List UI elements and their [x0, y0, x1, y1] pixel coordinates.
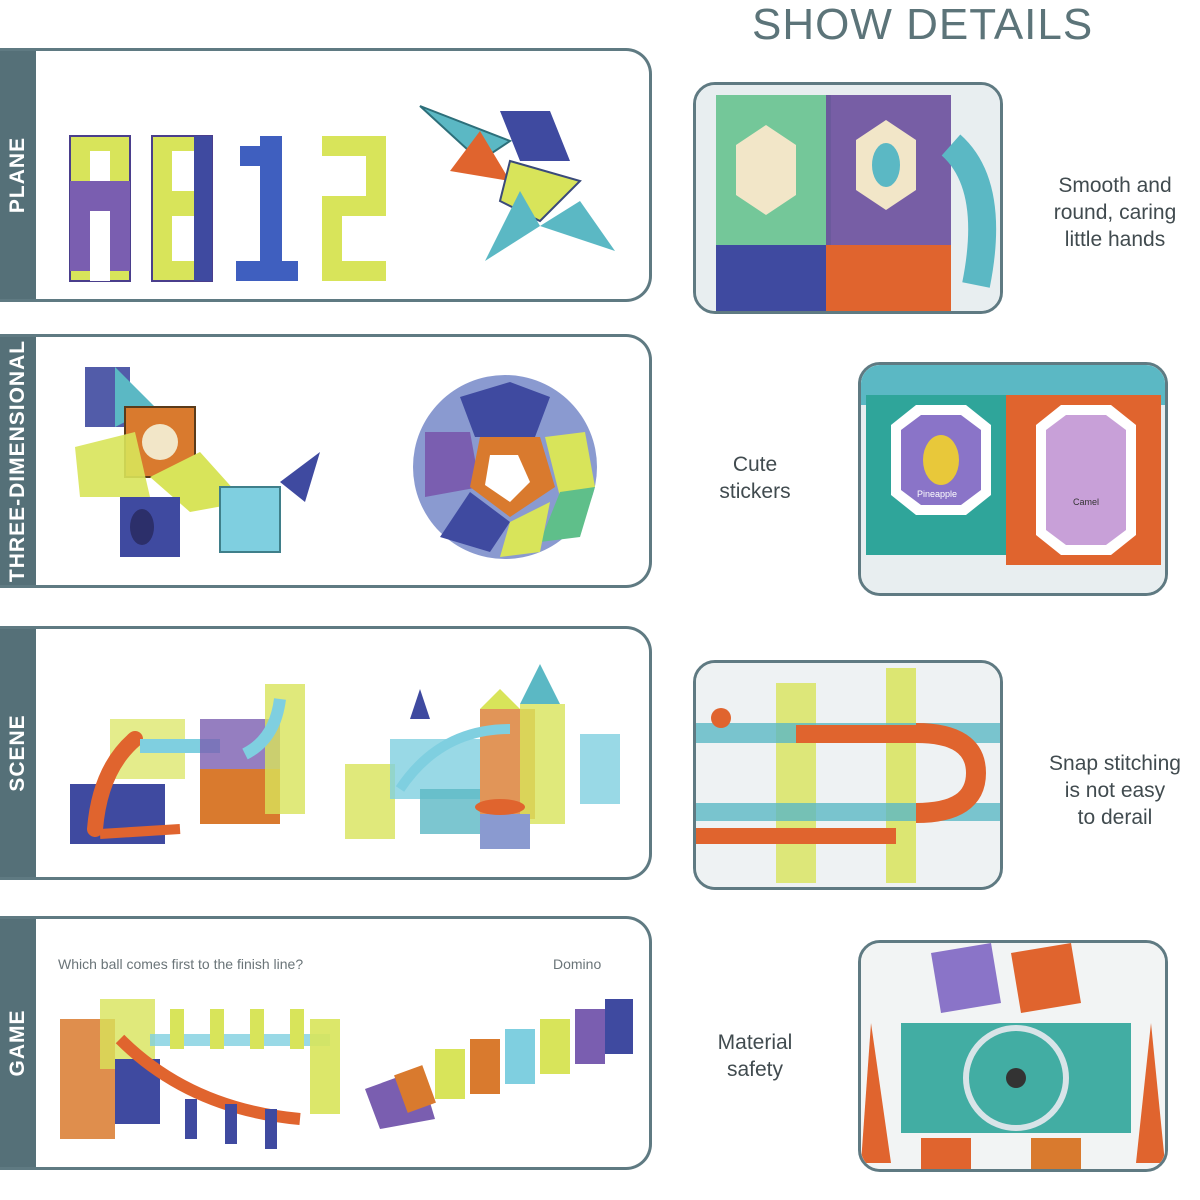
marble-run-left — [70, 684, 305, 844]
three-dimensional-tab: THREE-DIMENSIONAL — [0, 337, 36, 585]
scene-panel: SCENE — [0, 626, 652, 880]
detail-photo-safety — [858, 940, 1168, 1172]
animal-structure — [75, 367, 320, 557]
bird-tiles — [419, 105, 615, 261]
digit-2-tiles — [322, 136, 386, 281]
digit-1-tiles — [236, 136, 298, 281]
smooth-cube-image — [696, 85, 1000, 311]
game-panel: GAME Which ball comes first to the finis… — [0, 916, 652, 1170]
three-dimensional-panel: THREE-DIMENSIONAL — [0, 334, 652, 588]
game-domino-caption: Domino — [553, 956, 602, 972]
scene-tab: SCENE — [0, 629, 36, 877]
detail-photo-smooth — [693, 82, 1003, 314]
snap-track-image — [696, 663, 1000, 887]
ball-structure — [413, 375, 597, 559]
sticker-label-camel: Camel — [1073, 497, 1099, 507]
plane-tab: PLANE — [0, 51, 36, 299]
game-tab: GAME — [0, 919, 36, 1167]
race-track — [60, 999, 340, 1149]
domino-line — [365, 999, 633, 1129]
plane-panel: PLANE — [0, 48, 652, 302]
detail-photo-snap — [693, 660, 1003, 890]
game-illustration — [60, 999, 633, 1149]
sticker-label-pineapple: Pineapple — [917, 489, 957, 499]
ferris-wheel-image — [861, 943, 1165, 1169]
letter-a-tiles — [69, 135, 131, 282]
scene-illustration — [70, 664, 620, 849]
castle-run-right — [345, 664, 620, 849]
detail-photo-stickers: Pineapple Camel — [858, 362, 1168, 596]
three-dimensional-illustration — [75, 367, 597, 559]
letter-b-tiles — [151, 135, 213, 282]
stickers-image: Pineapple Camel — [861, 365, 1165, 593]
plane-illustration — [69, 105, 615, 282]
page-title: SHOW DETAILS — [752, 0, 1094, 49]
game-race-caption: Which ball comes first to the finish lin… — [58, 956, 304, 972]
